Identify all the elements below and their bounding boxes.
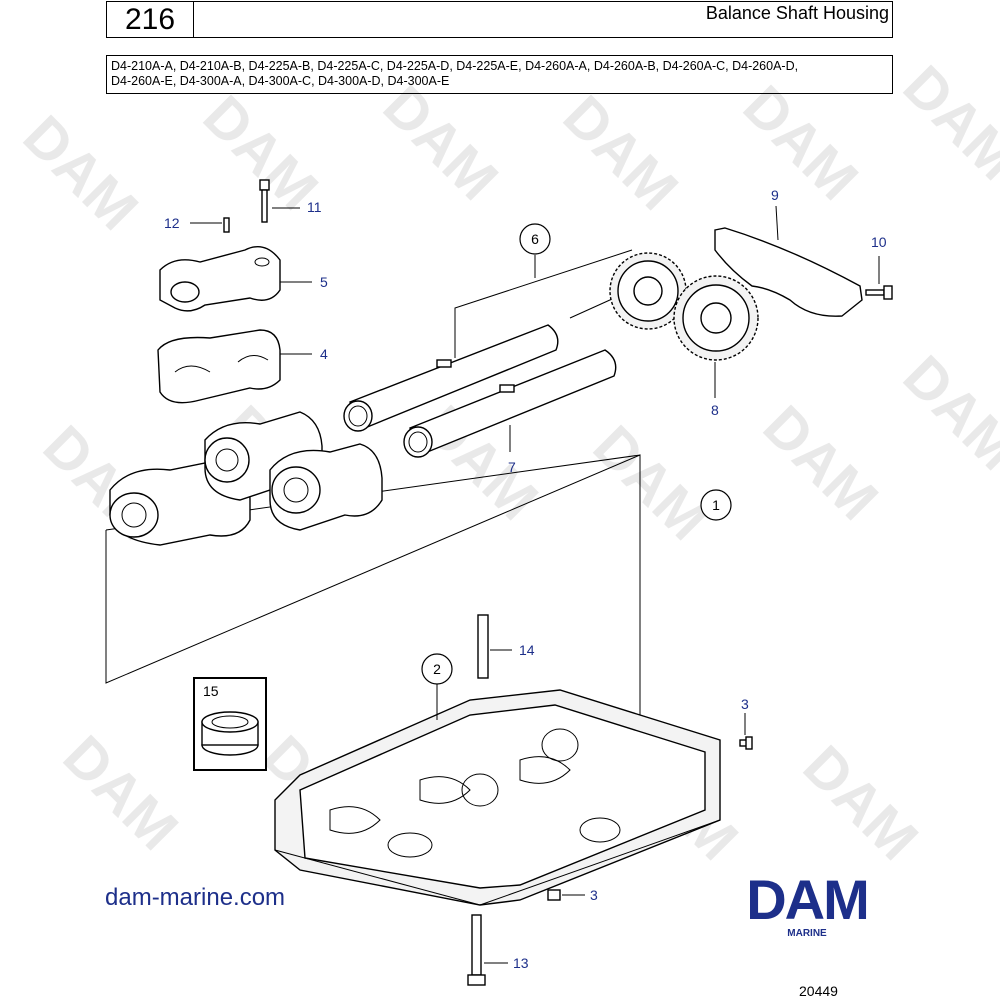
callout-10: 10	[871, 234, 887, 250]
callout-11: 11	[307, 199, 322, 215]
gear-cover-part-9	[714, 227, 863, 317]
brand-logo: DAM MARINE	[718, 872, 896, 942]
watermark-text: DAM	[11, 103, 150, 242]
watermark-text: DAM	[551, 83, 690, 222]
pin-part-12	[223, 217, 230, 233]
bolt-part-10	[865, 285, 893, 300]
bearing-cap-lower-part-4	[157, 329, 281, 404]
callout-13: 13	[513, 955, 529, 971]
watermark-text: DAM	[731, 73, 870, 212]
callout-14: 14	[519, 642, 535, 658]
bearing-housing-3	[269, 443, 383, 531]
drawing-number: 20449	[799, 983, 838, 999]
callout-6: 6	[531, 231, 539, 247]
balance-shaft-upper	[343, 324, 559, 432]
balance-shaft-lower	[403, 349, 617, 458]
callout-circle-6	[519, 223, 551, 255]
watermark-text: DAM	[891, 343, 1000, 482]
gear-upper	[609, 252, 687, 330]
callout-8: 8	[711, 402, 719, 418]
callout-3-lower: 3	[590, 887, 598, 903]
callout-2: 2	[433, 661, 441, 677]
models-line-2: D4-260A-E, D4-300A-A, D4-300A-C, D4-300A…	[111, 74, 450, 88]
callout-15: 15	[203, 683, 219, 699]
dowel-part-14	[477, 614, 489, 679]
bearing-cap-upper-part-5	[159, 246, 281, 312]
callout-9: 9	[771, 187, 779, 203]
website-link[interactable]: dam-marine.com	[105, 884, 286, 911]
watermark-text: DAM	[751, 393, 890, 532]
models-line-1: D4-210A-A, D4-210A-B, D4-225A-B, D4-225A…	[111, 59, 799, 73]
callout-7: 7	[508, 459, 516, 475]
bolt-part-3-lower	[547, 889, 561, 901]
bolt-part-3-right	[739, 736, 753, 750]
brand-name: DAM	[746, 868, 870, 931]
callout-3-right: 3	[741, 696, 749, 712]
callout-4: 4	[320, 346, 328, 362]
bushing-part-15	[201, 711, 259, 756]
models-list: D4-210A-A, D4-210A-B, D4-225A-B, D4-225A…	[106, 55, 893, 94]
watermark-text: DAM	[51, 723, 190, 862]
callout-circle-2	[421, 653, 453, 685]
brand-subtitle: MARINE	[787, 928, 827, 939]
watermark-text: DAM	[791, 733, 930, 872]
callout-circle-1	[700, 489, 732, 521]
assembly-outline	[105, 454, 641, 725]
bolt-part-11	[259, 179, 270, 223]
bolt-part-13	[467, 914, 486, 986]
leader-9	[775, 205, 779, 241]
gear-lower	[673, 275, 759, 361]
watermark-text: DAM	[371, 73, 510, 212]
watermark-text: DAM	[581, 413, 720, 552]
header-box: 216 Balance Shaft Housing	[106, 1, 893, 38]
leader-6	[454, 249, 633, 358]
balance-shaft-housing-part-2	[274, 689, 721, 906]
watermark-text: DAM	[891, 53, 1000, 192]
callout-12: 12	[164, 215, 180, 231]
page-title: Balance Shaft Housing	[705, 3, 889, 23]
callout-5: 5	[320, 274, 328, 290]
page-number: 216	[107, 2, 194, 37]
callout-1: 1	[712, 497, 720, 513]
